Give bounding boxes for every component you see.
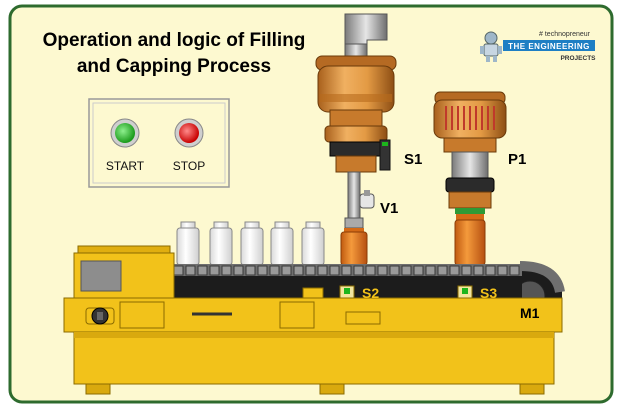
belt-link — [401, 265, 412, 276]
belt-link — [221, 265, 232, 276]
brand-logo: # technopreneur THE ENGINEERING PROJECTS — [480, 31, 596, 62]
side-panel-left — [119, 301, 165, 329]
start-label: START — [106, 159, 145, 173]
robot-icon — [480, 31, 502, 62]
empty-bottles — [176, 221, 325, 266]
logo-brand-bar — [503, 40, 595, 51]
title-line-1: Operation and logic of Filling — [43, 30, 306, 51]
belt-link — [281, 265, 292, 276]
belt-link — [269, 265, 280, 276]
empty-bottle — [176, 221, 200, 266]
sensor-s2-device — [339, 285, 355, 299]
belt-link — [473, 265, 484, 276]
belt-link — [425, 265, 436, 276]
capper-grill — [445, 106, 495, 130]
empty-bottle — [270, 221, 294, 266]
filled-bottle-under-filler — [340, 228, 368, 266]
sensor-s3-device — [457, 285, 473, 299]
power-switch-icon — [85, 307, 115, 325]
filling-station — [315, 13, 397, 266]
label-v1: V1 — [380, 200, 398, 217]
side-panel-center — [279, 301, 315, 329]
label-p1: P1 — [508, 151, 526, 168]
belt-link — [449, 265, 460, 276]
belt-link — [293, 265, 304, 276]
belt-link — [233, 265, 244, 276]
belt-link — [341, 265, 352, 276]
belt-links — [173, 265, 520, 276]
machine-base — [63, 245, 563, 395]
start-button[interactable] — [110, 118, 140, 148]
belt-link — [485, 265, 496, 276]
belt-link — [389, 265, 400, 276]
belt-link — [173, 265, 184, 276]
belt-link — [353, 265, 364, 276]
belt-link — [245, 265, 256, 276]
label-s3: S3 — [480, 285, 497, 301]
belt-link — [461, 265, 472, 276]
empty-bottle — [301, 221, 325, 266]
belt-link — [197, 265, 208, 276]
belt-link — [365, 265, 376, 276]
belt-link — [305, 265, 316, 276]
belt-link — [317, 265, 328, 276]
belt-link — [497, 265, 508, 276]
belt-link — [209, 265, 220, 276]
belt-link — [413, 265, 424, 276]
label-s2: S2 — [362, 285, 379, 301]
capped-bottle — [454, 214, 486, 266]
empty-bottle — [209, 221, 233, 266]
belt-link — [329, 265, 340, 276]
title-line-2: and Capping Process — [77, 56, 271, 77]
label-s1: S1 — [404, 151, 422, 168]
belt-link — [377, 265, 388, 276]
empty-bottle — [240, 221, 264, 266]
logo-tagline: # technopreneur — [539, 31, 591, 38]
belt-link — [257, 265, 268, 276]
control-panel: START STOP — [88, 98, 230, 188]
sensor-s1-device — [379, 139, 391, 171]
valve-v1-device — [359, 190, 375, 209]
stop-label: STOP — [173, 159, 205, 173]
stop-button[interactable] — [174, 118, 204, 148]
label-m1: M1 — [520, 305, 540, 321]
belt-link — [509, 265, 520, 276]
belt-link — [437, 265, 448, 276]
belt-link — [185, 265, 196, 276]
capping-station — [433, 91, 507, 266]
logo-sub: PROJECTS — [560, 55, 596, 62]
logo-brand: THE ENGINEERING — [508, 42, 590, 51]
